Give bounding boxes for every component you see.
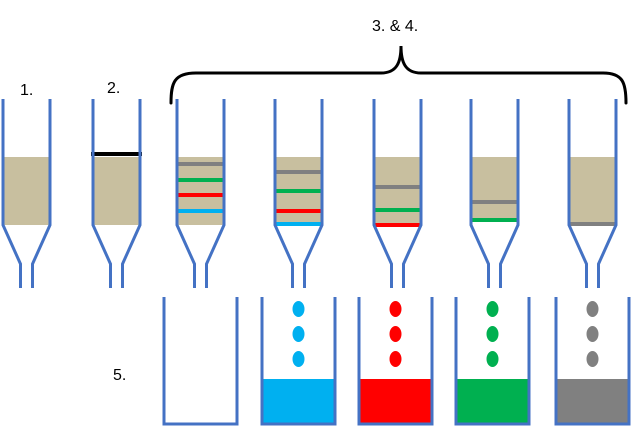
- column-4: [273, 99, 324, 288]
- beaker-liquid-green: [456, 379, 529, 424]
- beaker-gray: [554, 297, 631, 426]
- droplet-blue: [292, 326, 305, 342]
- column-6: [469, 99, 520, 288]
- beaker-green: [454, 297, 531, 426]
- column-matrix: [177, 157, 224, 225]
- label-step-1: 1.: [20, 82, 33, 99]
- droplet-red: [389, 326, 402, 342]
- column-right-wall: [499, 99, 520, 288]
- column-2: [91, 99, 142, 288]
- beaker-liquid-blue: [262, 379, 335, 424]
- beakers-layer: [162, 297, 631, 426]
- columns-layer: [1, 99, 618, 288]
- beaker-outline: [357, 297, 434, 426]
- column-right-wall: [597, 99, 618, 288]
- beaker-outline: [260, 297, 337, 426]
- column-matrix: [471, 157, 518, 220]
- column-left-wall: [273, 99, 294, 288]
- column-5: [372, 99, 423, 288]
- column-3: [175, 99, 226, 288]
- beaker-outline: [454, 297, 531, 426]
- droplet-green: [486, 351, 499, 367]
- beaker-liquid-red: [359, 379, 432, 424]
- label-step-3-4: 3. & 4.: [372, 18, 418, 35]
- column-right-wall: [205, 99, 226, 288]
- column-left-wall: [1, 99, 22, 288]
- droplet-gray: [586, 326, 599, 342]
- column-right-wall: [31, 99, 52, 288]
- beaker-blue: [260, 297, 337, 426]
- column-1: [1, 99, 52, 288]
- droplet-red: [389, 351, 402, 367]
- beaker-red: [357, 297, 434, 426]
- droplet-blue: [292, 351, 305, 367]
- beaker-liquid-gray: [556, 379, 629, 424]
- column-left-wall: [372, 99, 393, 288]
- droplet-gray: [586, 351, 599, 367]
- beaker-outline: [162, 297, 239, 426]
- column-right-wall: [121, 99, 142, 288]
- column-matrix: [374, 157, 421, 225]
- column-left-wall: [91, 99, 112, 288]
- column-matrix: [569, 157, 616, 224]
- curly-brace: [169, 45, 628, 105]
- column-matrix: [3, 157, 50, 225]
- column-left-wall: [175, 99, 196, 288]
- beaker-outline: [554, 297, 631, 426]
- beaker-empty: [162, 297, 239, 426]
- droplet-green: [486, 326, 499, 342]
- column-right-wall: [303, 99, 324, 288]
- column-left-wall: [567, 99, 588, 288]
- column-7: [567, 99, 618, 288]
- droplet-gray: [586, 301, 599, 317]
- column-left-wall: [469, 99, 490, 288]
- droplet-green: [486, 301, 499, 317]
- droplet-red: [389, 301, 402, 317]
- droplet-blue: [292, 301, 305, 317]
- label-step-5: 5.: [113, 367, 126, 384]
- label-step-2: 2.: [107, 80, 120, 97]
- column-right-wall: [402, 99, 423, 288]
- column-matrix: [93, 157, 140, 225]
